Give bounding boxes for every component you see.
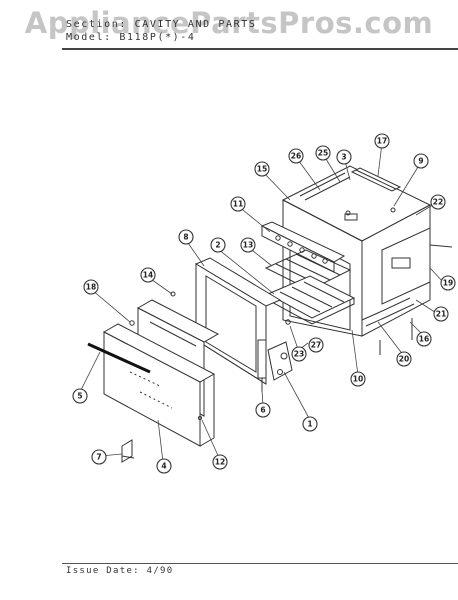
watermark: AppliancePartsPros.com	[24, 6, 434, 40]
callout-16: 16	[416, 331, 432, 347]
callout-23: 23	[291, 346, 307, 362]
callout-5: 5	[72, 388, 88, 404]
svg-text:25: 25	[318, 149, 328, 158]
svg-text:10: 10	[353, 375, 363, 384]
callout-8: 8	[178, 229, 194, 245]
svg-text:7: 7	[96, 453, 101, 462]
footer-rule	[62, 563, 458, 564]
svg-text:15: 15	[257, 165, 267, 174]
callout-1: 1	[302, 416, 318, 432]
callout-20: 20	[396, 351, 412, 367]
callout-6: 6	[255, 402, 271, 418]
callout-10: 10	[350, 371, 366, 387]
oven-cavity	[281, 165, 453, 355]
svg-text:22: 22	[433, 198, 443, 207]
callout-17: 17	[374, 133, 390, 149]
callout-2: 2	[210, 237, 226, 253]
callout-21: 21	[433, 306, 449, 322]
svg-text:11: 11	[233, 200, 243, 209]
callout-13: 13	[240, 237, 256, 253]
svg-text:14: 14	[143, 271, 153, 280]
svg-text:9: 9	[418, 157, 423, 166]
callout-19: 19	[440, 275, 456, 291]
svg-text:19: 19	[443, 279, 453, 288]
hinge-bracket	[121, 439, 135, 463]
callout-12: 12	[212, 454, 228, 470]
callout-18: 18	[83, 279, 99, 295]
door-frame	[194, 257, 293, 392]
callout-26: 26	[288, 148, 304, 164]
svg-text:3: 3	[341, 153, 346, 162]
svg-text:17: 17	[377, 137, 387, 146]
outer-door-panel	[87, 323, 216, 447]
callout-9: 9	[413, 153, 429, 169]
svg-text:27: 27	[311, 341, 321, 350]
issue-date: Issue Date: 4/90	[66, 566, 174, 576]
callout-11: 11	[230, 196, 246, 212]
svg-text:21: 21	[436, 310, 446, 319]
svg-text:12: 12	[215, 458, 225, 467]
callout-22: 22	[430, 194, 446, 210]
svg-text:20: 20	[399, 355, 409, 364]
section-title: Section: CAVITY AND PARTS	[66, 19, 257, 30]
svg-text:16: 16	[419, 335, 429, 344]
svg-text:2: 2	[215, 241, 220, 250]
callout-3: 3	[336, 149, 352, 165]
svg-text:1: 1	[307, 420, 312, 429]
callout-14: 14	[140, 267, 156, 283]
svg-text:13: 13	[243, 241, 253, 250]
callout-15: 15	[254, 161, 270, 177]
svg-text:5: 5	[77, 392, 82, 401]
callout-4: 4	[156, 458, 172, 474]
svg-text:4: 4	[161, 462, 166, 471]
header-rule	[62, 48, 458, 50]
callout-25: 25	[315, 145, 331, 161]
svg-text:6: 6	[260, 406, 265, 415]
model-number: Model: B118P(*)-4	[66, 32, 196, 43]
callout-27: 27	[308, 337, 324, 353]
svg-text:26: 26	[291, 152, 301, 161]
svg-text:23: 23	[294, 350, 304, 359]
svg-text:18: 18	[86, 283, 96, 292]
svg-text:8: 8	[183, 233, 188, 242]
callout-7: 7	[91, 449, 107, 465]
leader-lines	[79, 142, 445, 463]
